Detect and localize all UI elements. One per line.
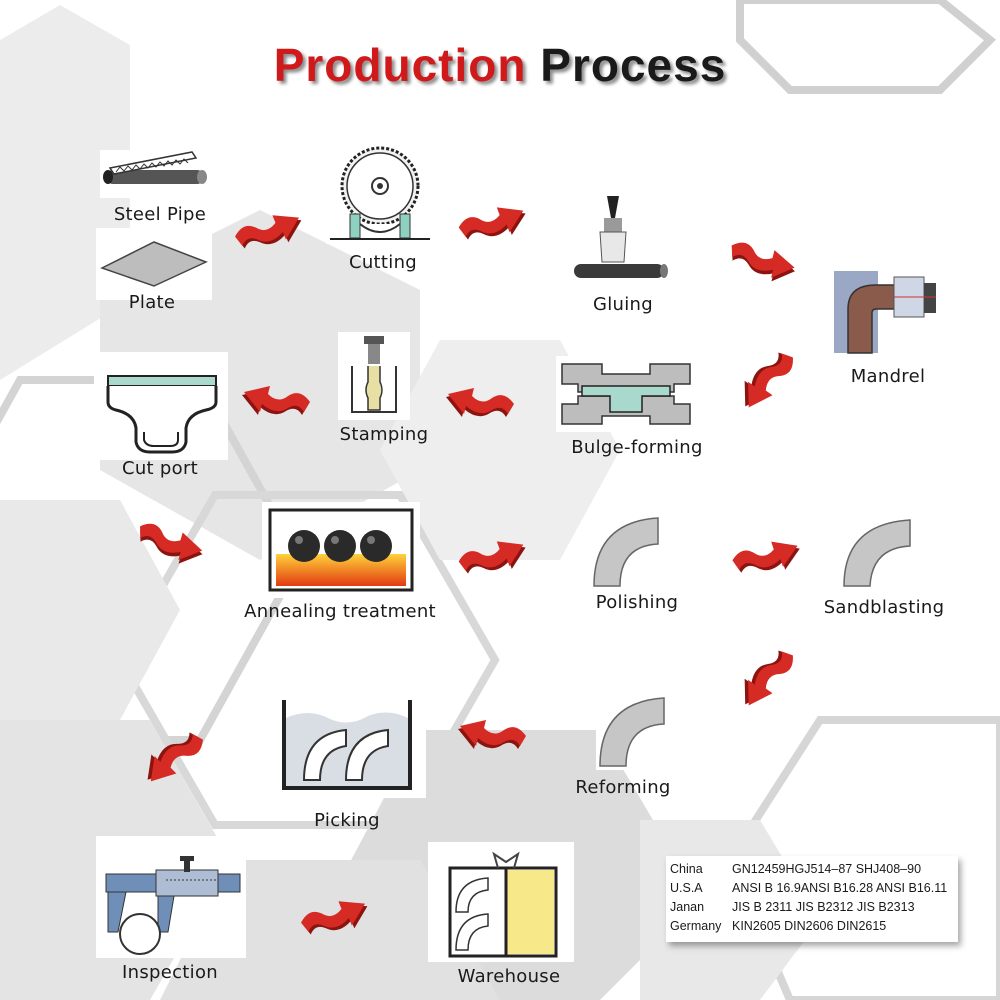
flow-arrow-icon <box>240 376 312 418</box>
flow-arrow-icon <box>732 645 806 712</box>
gluing-brush-icon <box>560 190 672 292</box>
standards-codes: JIS B 2311 JIS B2312 JIS B2313 <box>732 900 915 914</box>
label-mandrel: Mandrel <box>850 366 926 387</box>
flow-arrow-icon <box>444 378 516 420</box>
standards-codes: ANSI B 16.9ANSI B16.28 ANSI B16.11 <box>732 881 948 895</box>
mandrel-elbow-icon <box>828 265 940 357</box>
flow-arrow-icon <box>456 198 528 241</box>
warehouse-box-icon <box>428 842 574 962</box>
flow-arrow-icon <box>133 512 208 572</box>
flow-arrow-icon <box>298 892 371 936</box>
bulge-forming-die-icon <box>556 356 696 432</box>
inspection-caliper-icon <box>96 836 246 958</box>
label-stamping: Stamping <box>339 424 429 445</box>
label-cutting: Cutting <box>348 252 418 273</box>
plate-icon <box>96 228 212 300</box>
label-annealing: Annealing treatment <box>244 601 436 622</box>
label-plate: Plate <box>128 292 176 313</box>
flow-arrow-icon <box>456 532 528 575</box>
label-polishing: Polishing <box>595 592 679 613</box>
standards-country: China <box>670 862 703 876</box>
title-part-process: Process <box>540 39 727 91</box>
label-inspection: Inspection <box>122 962 218 983</box>
label-cut-port: Cut port <box>121 458 199 479</box>
reforming-elbow-icon <box>596 694 670 770</box>
standards-table: China GN12459HGJ514–87 SHJ408–90 U.S.A A… <box>666 856 958 942</box>
title-part-production: Production <box>273 39 527 91</box>
label-picking: Picking <box>314 810 380 831</box>
label-sandblasting: Sandblasting <box>823 597 945 618</box>
label-reforming: Reforming <box>575 777 671 798</box>
standards-country: Janan <box>670 900 705 914</box>
standards-country: U.S.A <box>670 881 703 895</box>
label-steel-pipe: Steel Pipe <box>113 204 207 225</box>
page-title: Production Process <box>0 38 1000 92</box>
standards-country: Germany <box>670 919 722 933</box>
label-warehouse: Warehouse <box>457 966 561 987</box>
flow-arrow-icon <box>725 231 800 289</box>
label-bulge-forming: Bulge-forming <box>571 437 703 458</box>
standards-codes: GN12459HGJ514–87 SHJ408–90 <box>732 862 922 876</box>
flow-arrow-icon <box>456 710 528 752</box>
flow-arrow-icon <box>730 532 802 574</box>
picking-tank-icon <box>268 688 426 798</box>
steel-pipe-icon <box>100 150 210 198</box>
cut-port-tee-icon <box>94 352 228 460</box>
cutting-saw-icon <box>326 140 432 244</box>
annealing-furnace-icon <box>262 502 420 598</box>
flow-arrow-icon <box>137 728 212 788</box>
flow-arrow-icon <box>732 347 806 414</box>
polishing-elbow-icon <box>590 514 664 590</box>
flow-arrow-icon <box>232 206 305 250</box>
label-gluing: Gluing <box>593 294 653 315</box>
sandblasting-elbow-icon <box>840 516 916 590</box>
stamping-press-icon <box>338 332 410 420</box>
standards-codes: KIN2605 DIN2606 DIN2615 <box>732 919 887 933</box>
